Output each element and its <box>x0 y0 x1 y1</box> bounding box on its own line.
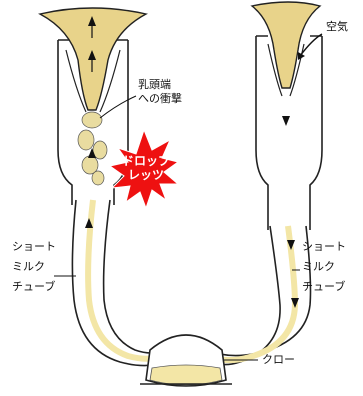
left-tube-label-2: ミルク <box>12 260 45 274</box>
burst-text-line2: レッツ <box>118 168 174 182</box>
left-tube-label-1: ショート <box>12 240 56 254</box>
claw <box>140 335 232 386</box>
left-milk-flow <box>88 200 166 359</box>
left-droplets <box>78 112 107 185</box>
right-milk-flow <box>207 226 295 360</box>
air-label: 空気 <box>326 20 348 34</box>
claw-label: クロー <box>262 353 295 367</box>
arrow-down-icon <box>282 116 290 126</box>
teat-end-label: 乳頭端 <box>138 78 171 92</box>
right-tube-label-3: チューブ <box>302 280 345 294</box>
impact-label: への衝撃 <box>138 92 182 106</box>
right-tube-label-2: ミルク <box>302 260 335 274</box>
right-short-milk-tube <box>206 226 280 365</box>
burst-text-line1: ドロップ <box>118 154 174 168</box>
left-short-milk-tube-inner <box>104 200 166 353</box>
left-tube-label-3: チューブ <box>12 280 55 294</box>
right-tube-label-1: ショート <box>302 240 346 254</box>
